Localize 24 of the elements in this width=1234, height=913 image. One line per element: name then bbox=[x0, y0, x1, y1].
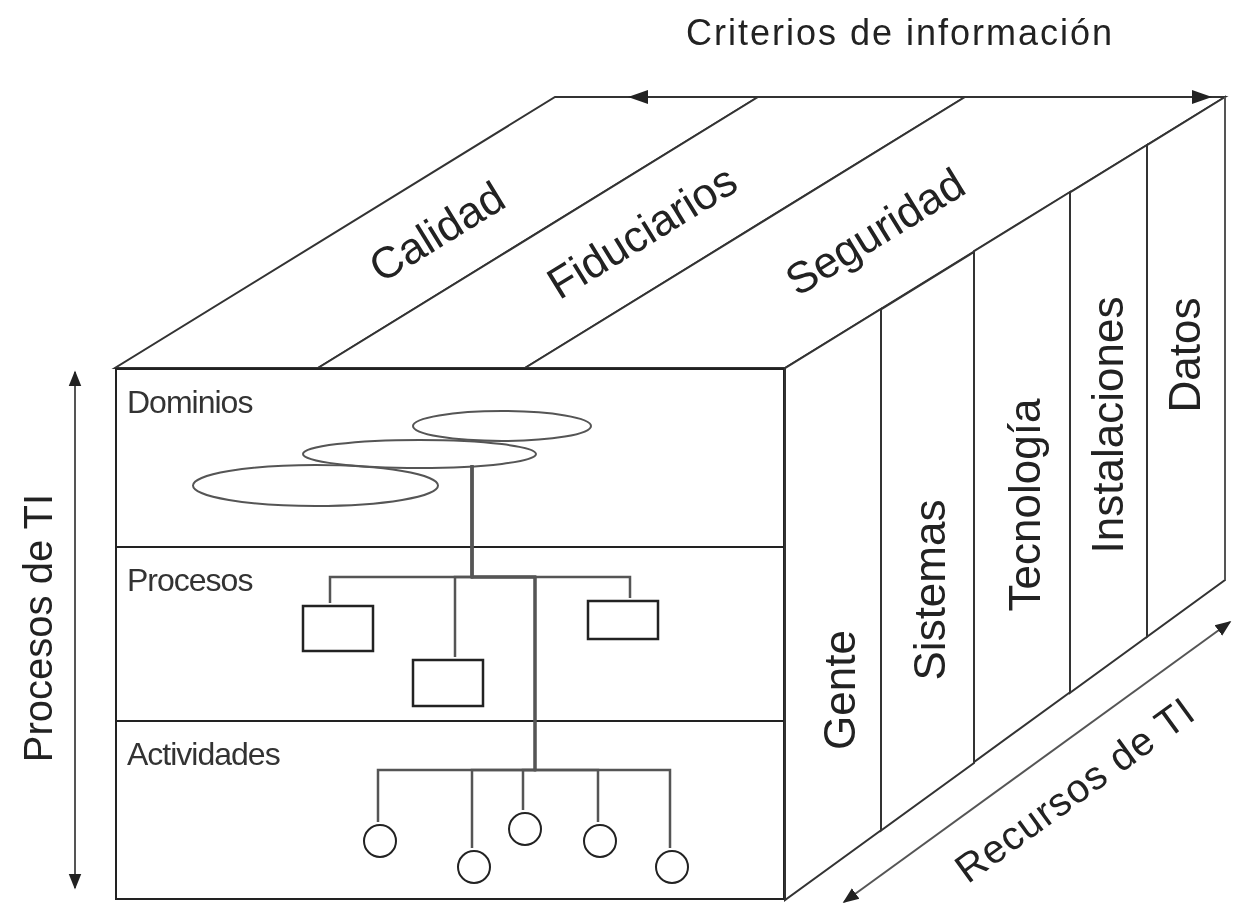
activity-circle bbox=[457, 850, 491, 884]
strip-label: Gente bbox=[815, 630, 865, 750]
process-box bbox=[302, 605, 374, 652]
activity-circle bbox=[363, 824, 397, 858]
level-band bbox=[115, 546, 785, 722]
band-label: Procesos bbox=[127, 562, 253, 599]
process-box bbox=[587, 600, 659, 640]
ellipse-shape bbox=[192, 464, 439, 507]
strip-label: Sistemas bbox=[905, 499, 955, 681]
strip-label: Tecnología bbox=[1000, 398, 1050, 612]
activity-circle bbox=[508, 812, 542, 846]
ellipse-shape bbox=[302, 439, 537, 469]
activity-circle bbox=[583, 824, 617, 858]
band-label: Actividades bbox=[127, 736, 280, 773]
axis-label: Procesos de TI bbox=[15, 493, 61, 763]
strip-label: Datos bbox=[1160, 297, 1210, 413]
process-box bbox=[412, 659, 484, 707]
band-label: Dominios bbox=[127, 384, 253, 421]
level-band bbox=[115, 720, 785, 900]
ellipse-shape bbox=[412, 410, 592, 442]
strip-label: Instalaciones bbox=[1083, 296, 1133, 554]
connector-line bbox=[470, 465, 672, 848]
activity-circle bbox=[655, 850, 689, 884]
axis-label: Criterios de información bbox=[685, 12, 1115, 54]
